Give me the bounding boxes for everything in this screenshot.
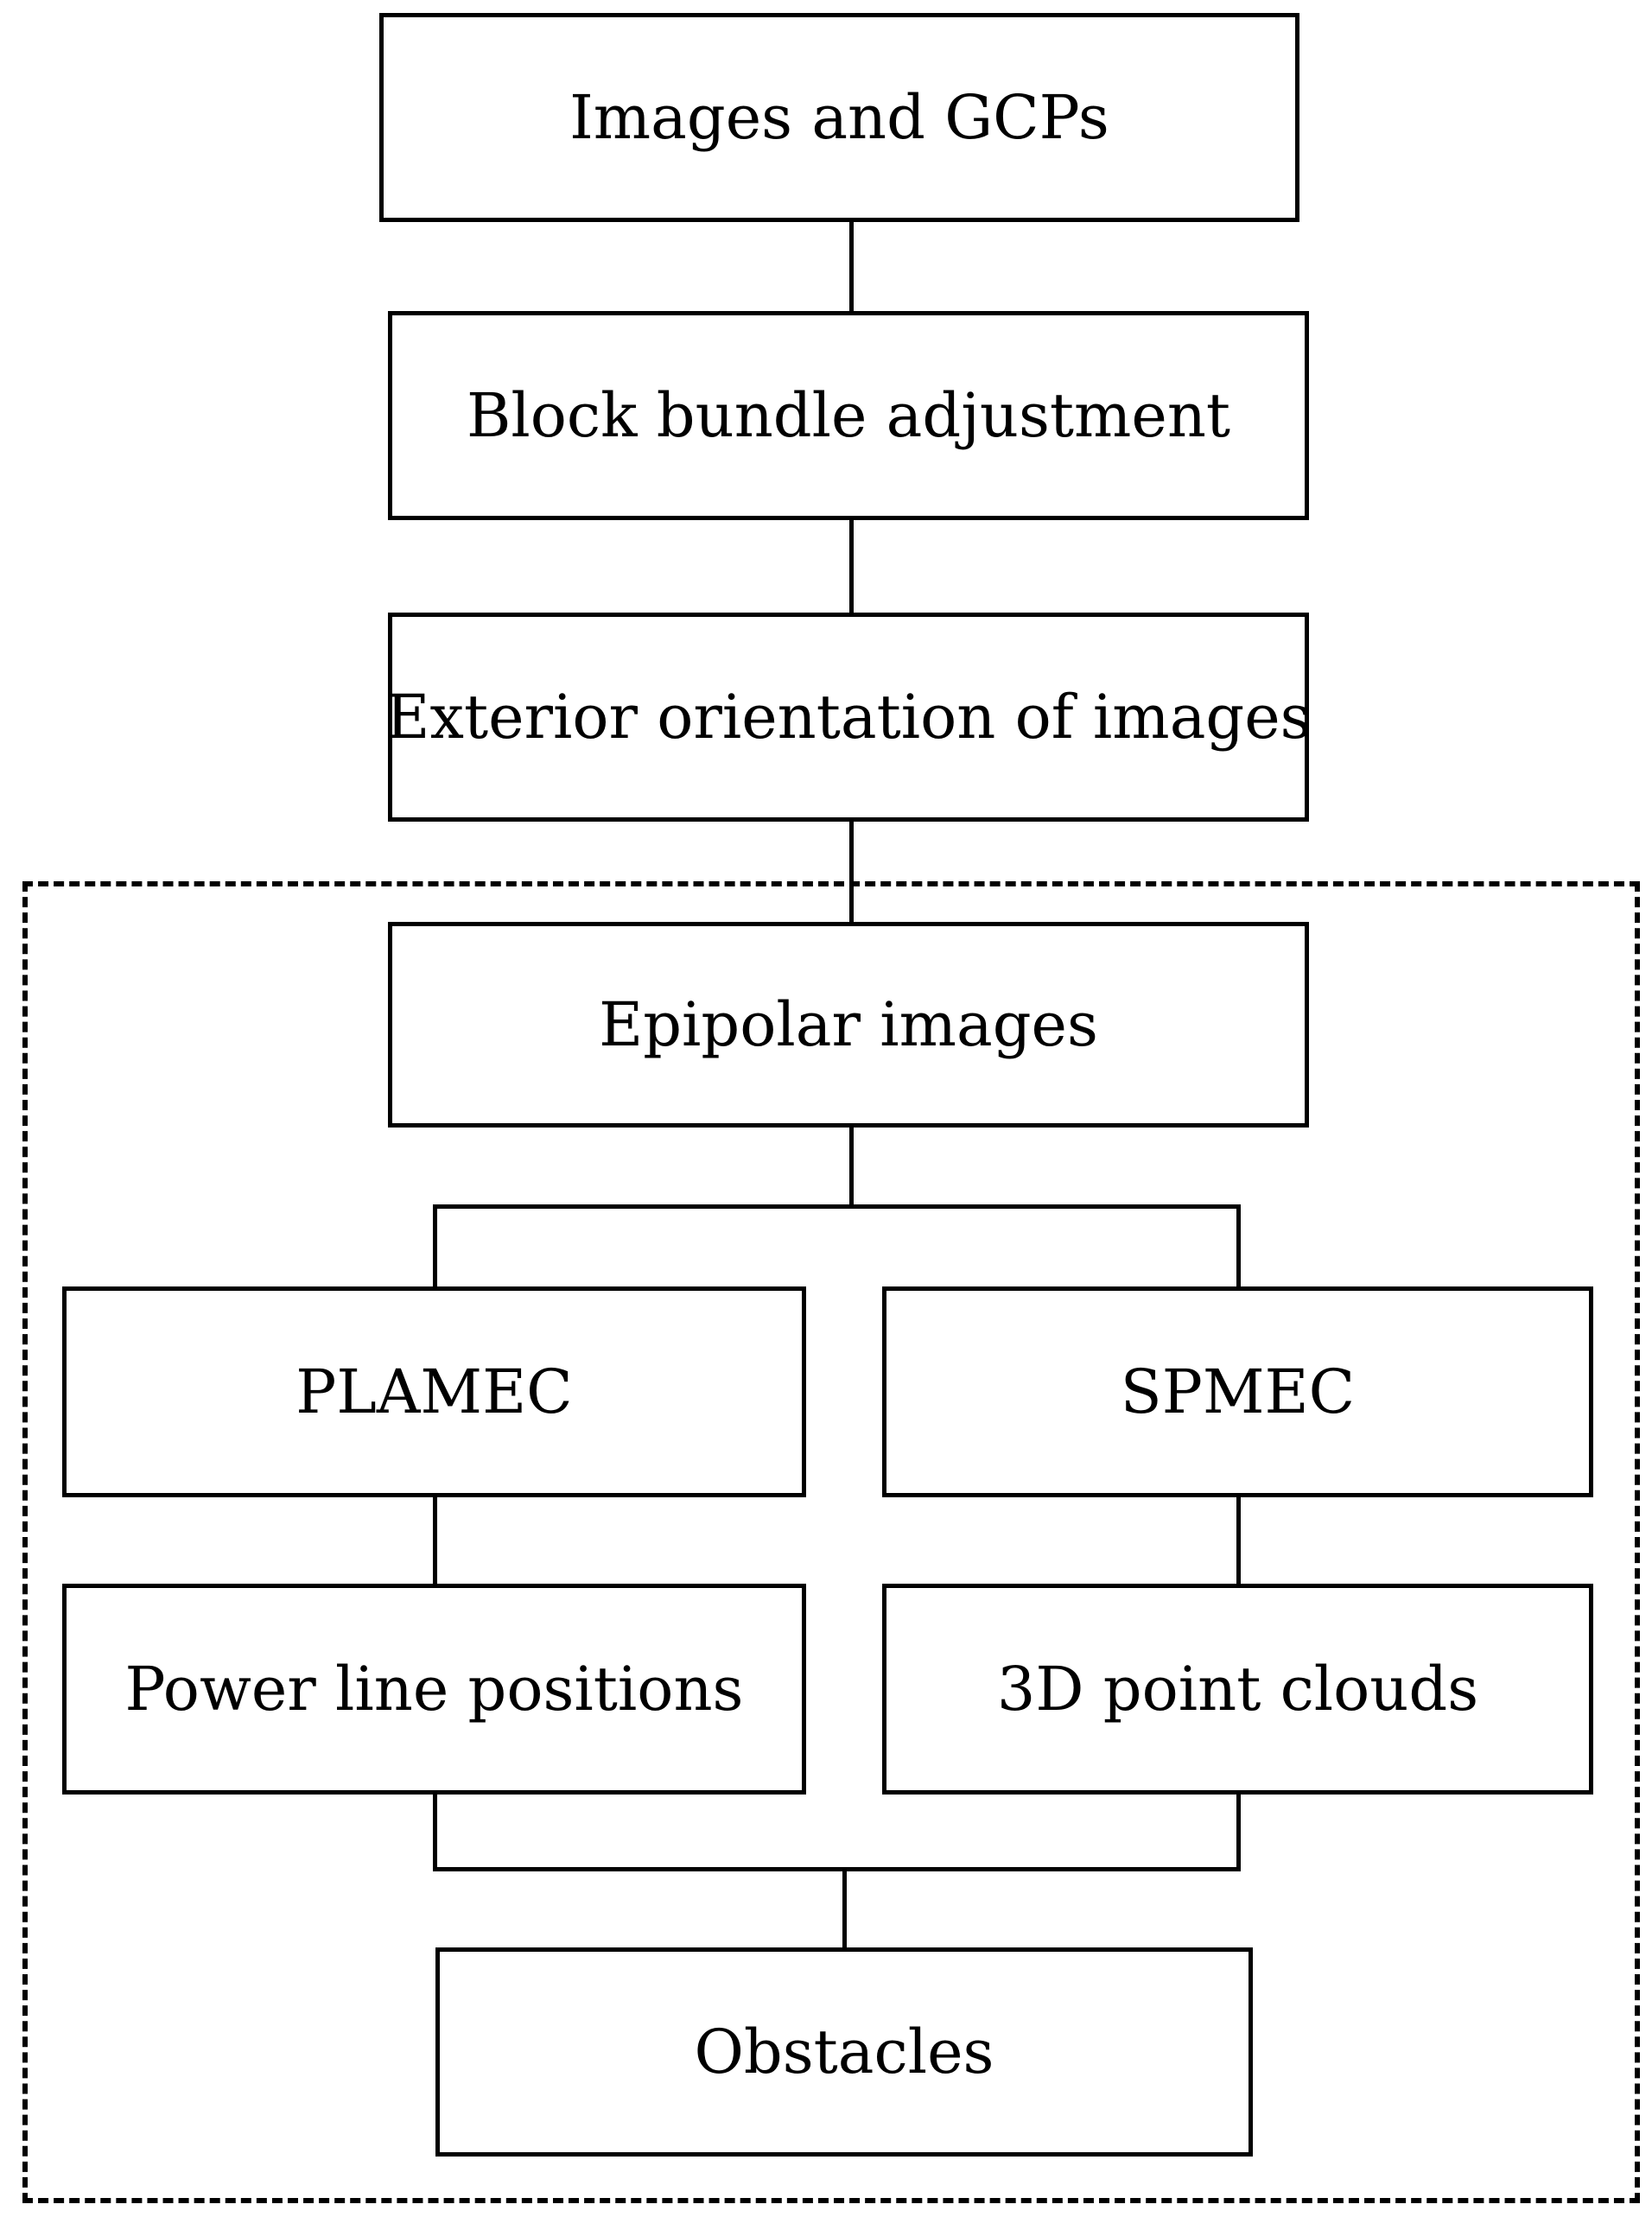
node-plamec: PLAMEC [62, 1286, 806, 1497]
node-3d-point-clouds: 3D point clouds [882, 1584, 1593, 1795]
edge-split-to-plamec [433, 1204, 437, 1291]
node-block-bundle-adjustment: Block bundle adjustment [388, 311, 1309, 520]
edge-plamec-to-powerline [433, 1493, 437, 1588]
edge-merge [433, 1867, 1241, 1871]
node-epipolar-images-label: Epipolar images [599, 989, 1098, 1060]
edge-powerline-down [433, 1790, 437, 1867]
node-images-gcps: Images and GCPs [379, 13, 1299, 222]
node-obstacles-label: Obstacles [694, 2017, 994, 2087]
node-spmec: SPMEC [882, 1286, 1593, 1497]
edge-spmec-to-pointclouds [1236, 1493, 1241, 1588]
edge-split-to-spmec [1236, 1204, 1241, 1291]
edge-epipolar-split [433, 1204, 1241, 1209]
node-plamec-label: PLAMEC [295, 1356, 573, 1427]
node-images-gcps-label: Images and GCPs [569, 82, 1109, 153]
node-spmec-label: SPMEC [1120, 1356, 1356, 1427]
node-3d-point-clouds-label: 3D point clouds [996, 1654, 1479, 1725]
edge-pointclouds-down [1236, 1790, 1241, 1867]
node-block-bundle-adjustment-label: Block bundle adjustment [466, 380, 1231, 451]
node-exterior-orientation: Exterior orientation of images [385, 613, 1312, 822]
edge-epipolar-down [849, 1123, 854, 1204]
edge-merge-to-obstacles [842, 1867, 847, 1947]
node-exterior-orientation-label: Exterior orientation of images [385, 682, 1312, 753]
node-obstacles: Obstacles [435, 1947, 1253, 2157]
edge-images-to-bundle [849, 218, 854, 313]
node-epipolar-images: Epipolar images [388, 922, 1309, 1128]
processing-group-boundary [22, 881, 1640, 2203]
node-power-line-positions-label: Power line positions [124, 1654, 744, 1725]
edge-exterior-to-epipolar [849, 817, 854, 926]
node-power-line-positions: Power line positions [62, 1584, 806, 1795]
edge-bundle-to-exterior [849, 516, 854, 614]
